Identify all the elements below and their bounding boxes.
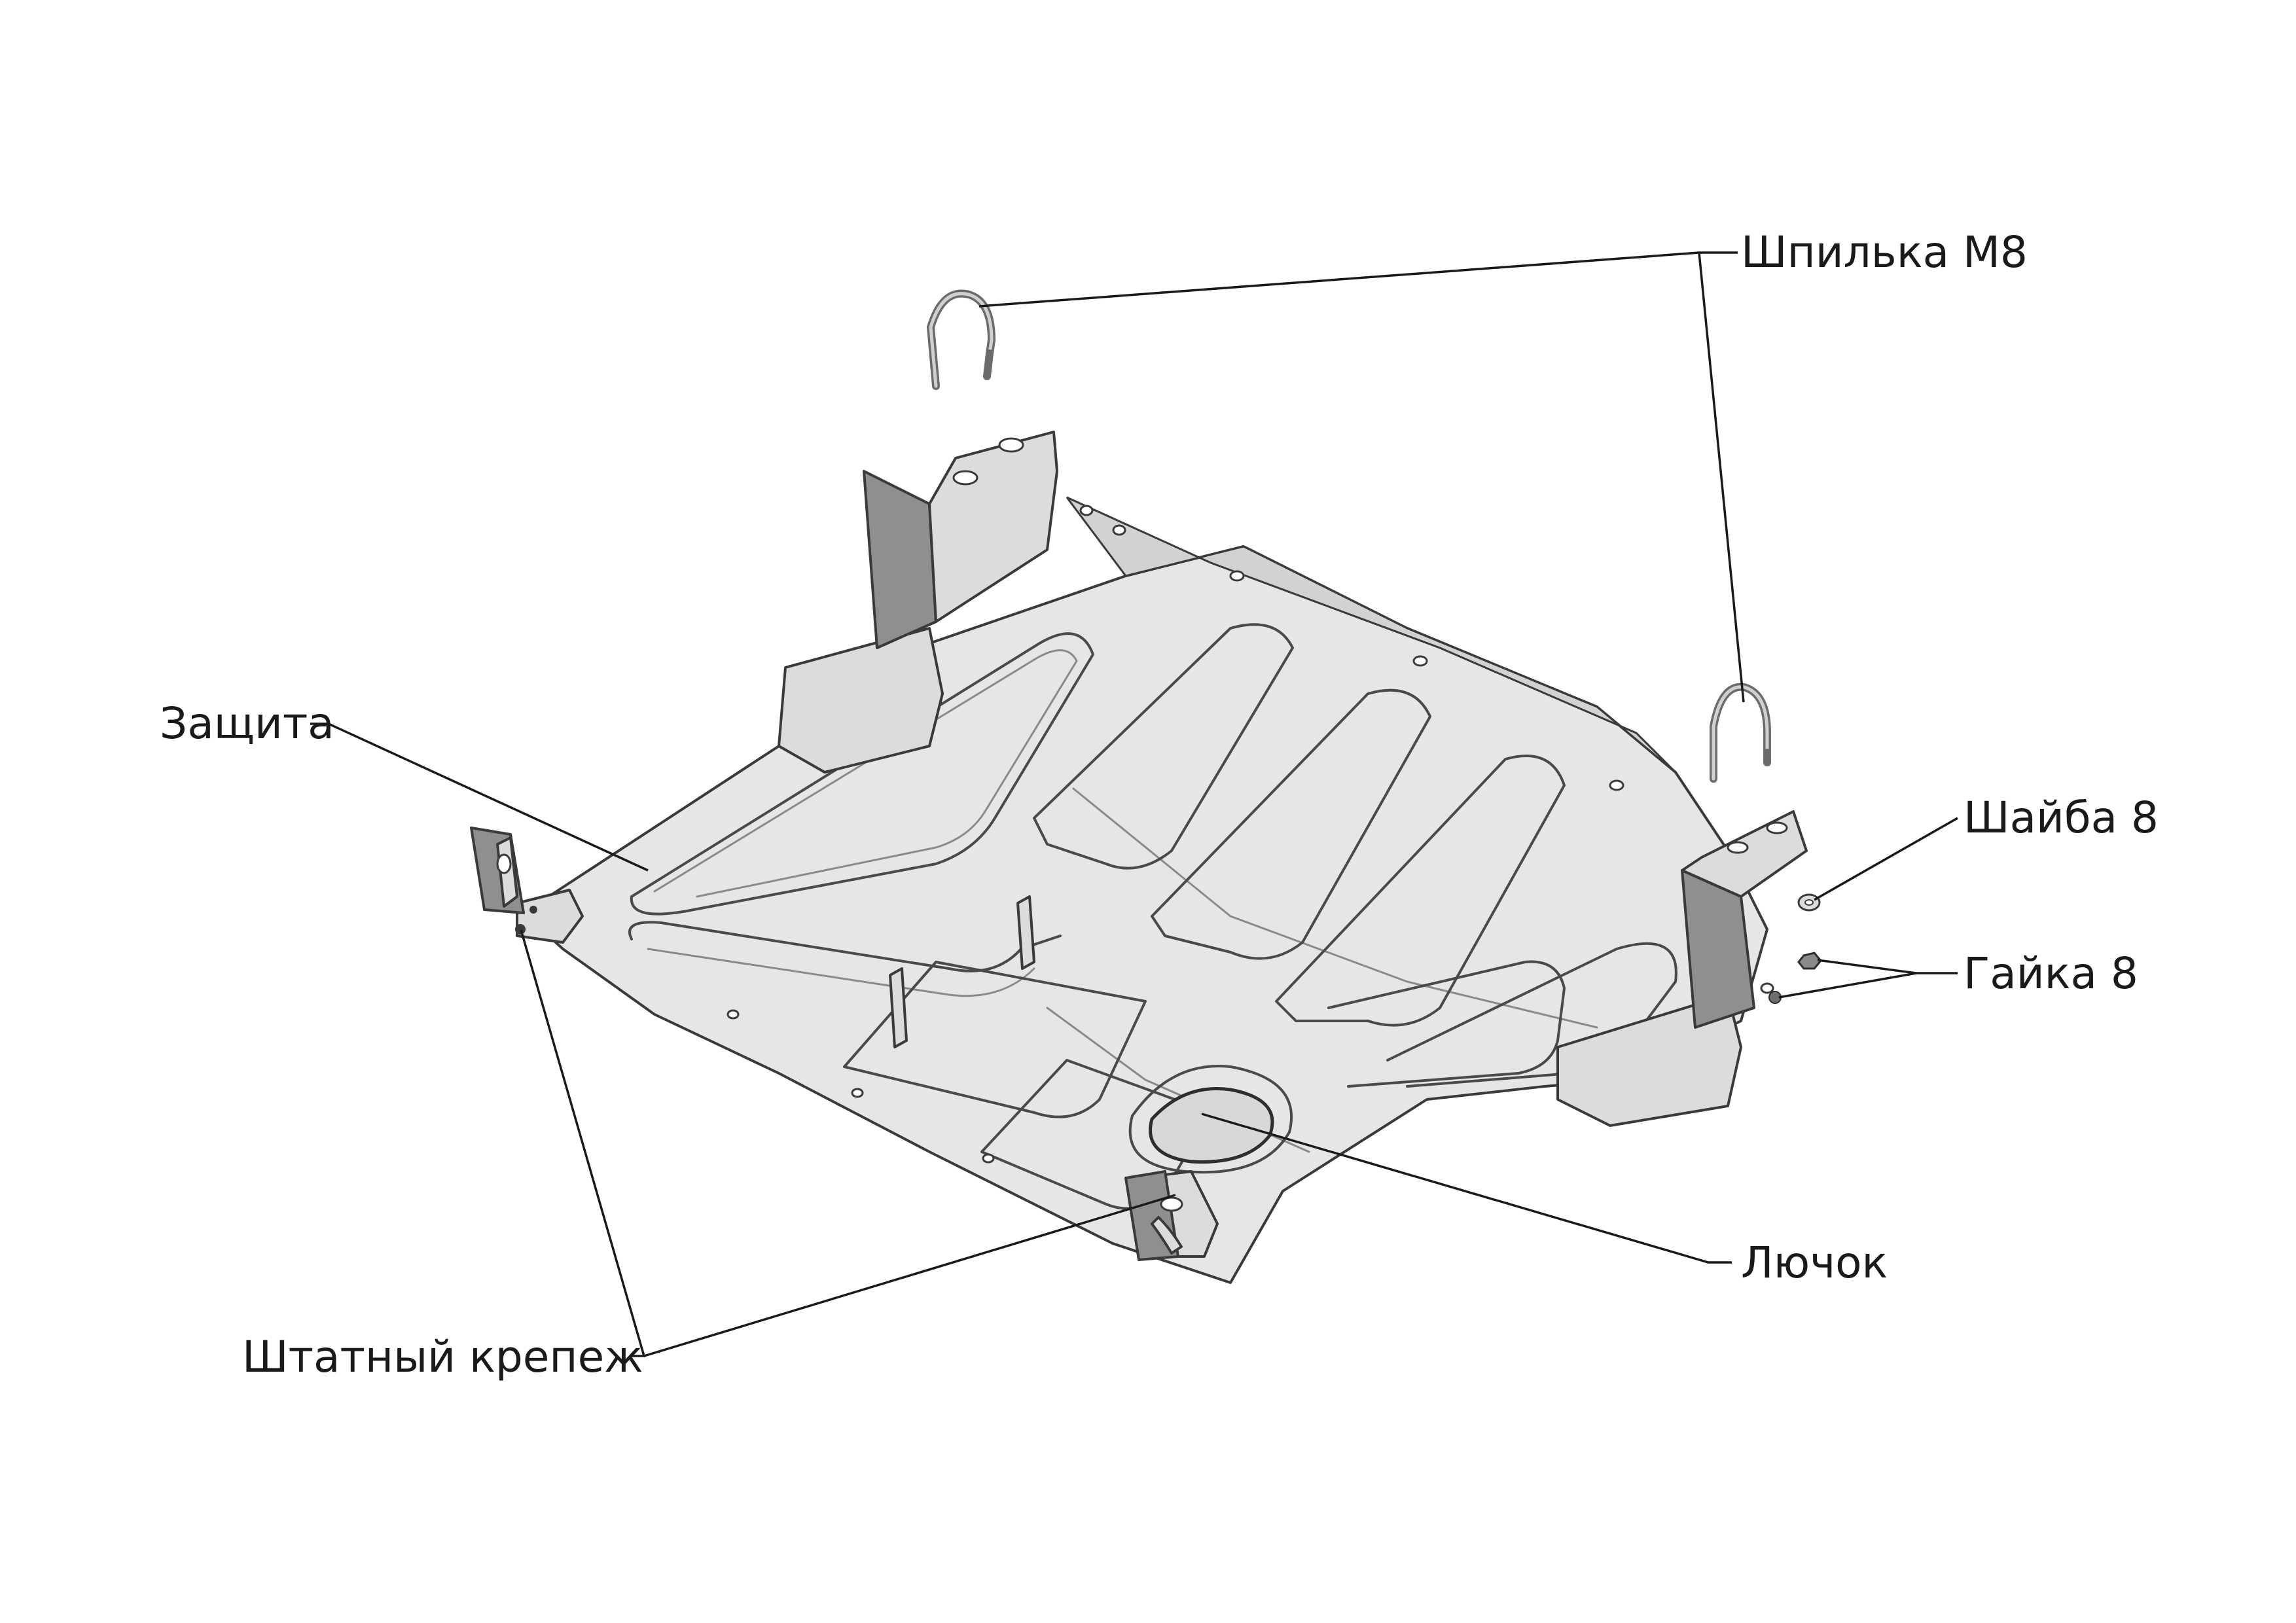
rear-right-bracket — [1556, 810, 1808, 1127]
hatch — [1128, 1065, 1293, 1174]
leader-washer — [1814, 817, 1958, 901]
rear-left-bracket — [778, 431, 1126, 774]
rib-1 — [630, 632, 1094, 916]
label-hatch: Лючок — [1741, 1238, 1888, 1288]
plate-body — [522, 545, 1768, 1284]
leader-stud — [978, 251, 1738, 308]
label-standard-fasteners: Штатный крепеж — [242, 1332, 643, 1382]
leader-hatch — [1201, 1113, 1732, 1264]
rib-2 — [1033, 623, 1294, 870]
rib-3 — [1151, 688, 1431, 960]
nut — [1797, 952, 1822, 970]
label-guard: Защита — [160, 698, 334, 749]
front-right-mount — [1124, 1170, 1219, 1261]
plate-back-wall — [1066, 496, 1677, 774]
leader-guard — [310, 722, 649, 872]
skid-plate — [522, 496, 1768, 1284]
rib-4 — [1275, 755, 1566, 1027]
front-left-mount — [470, 827, 584, 944]
label-washer-8: Шайба 8 — [1964, 793, 2159, 843]
stud-right — [1710, 683, 1771, 783]
rib-8 — [1327, 960, 1566, 1088]
front-left-mount-point — [515, 924, 526, 935]
hatch-cover — [1149, 1086, 1274, 1164]
label-stud-m8: Шпилька М8 — [1741, 227, 2028, 277]
stud-left — [926, 289, 996, 390]
rib-5 — [628, 921, 1062, 972]
rib-6 — [843, 961, 1147, 1118]
label-nut-8: Гайка 8 — [1964, 948, 2138, 999]
leader-nut — [1817, 959, 1958, 974]
